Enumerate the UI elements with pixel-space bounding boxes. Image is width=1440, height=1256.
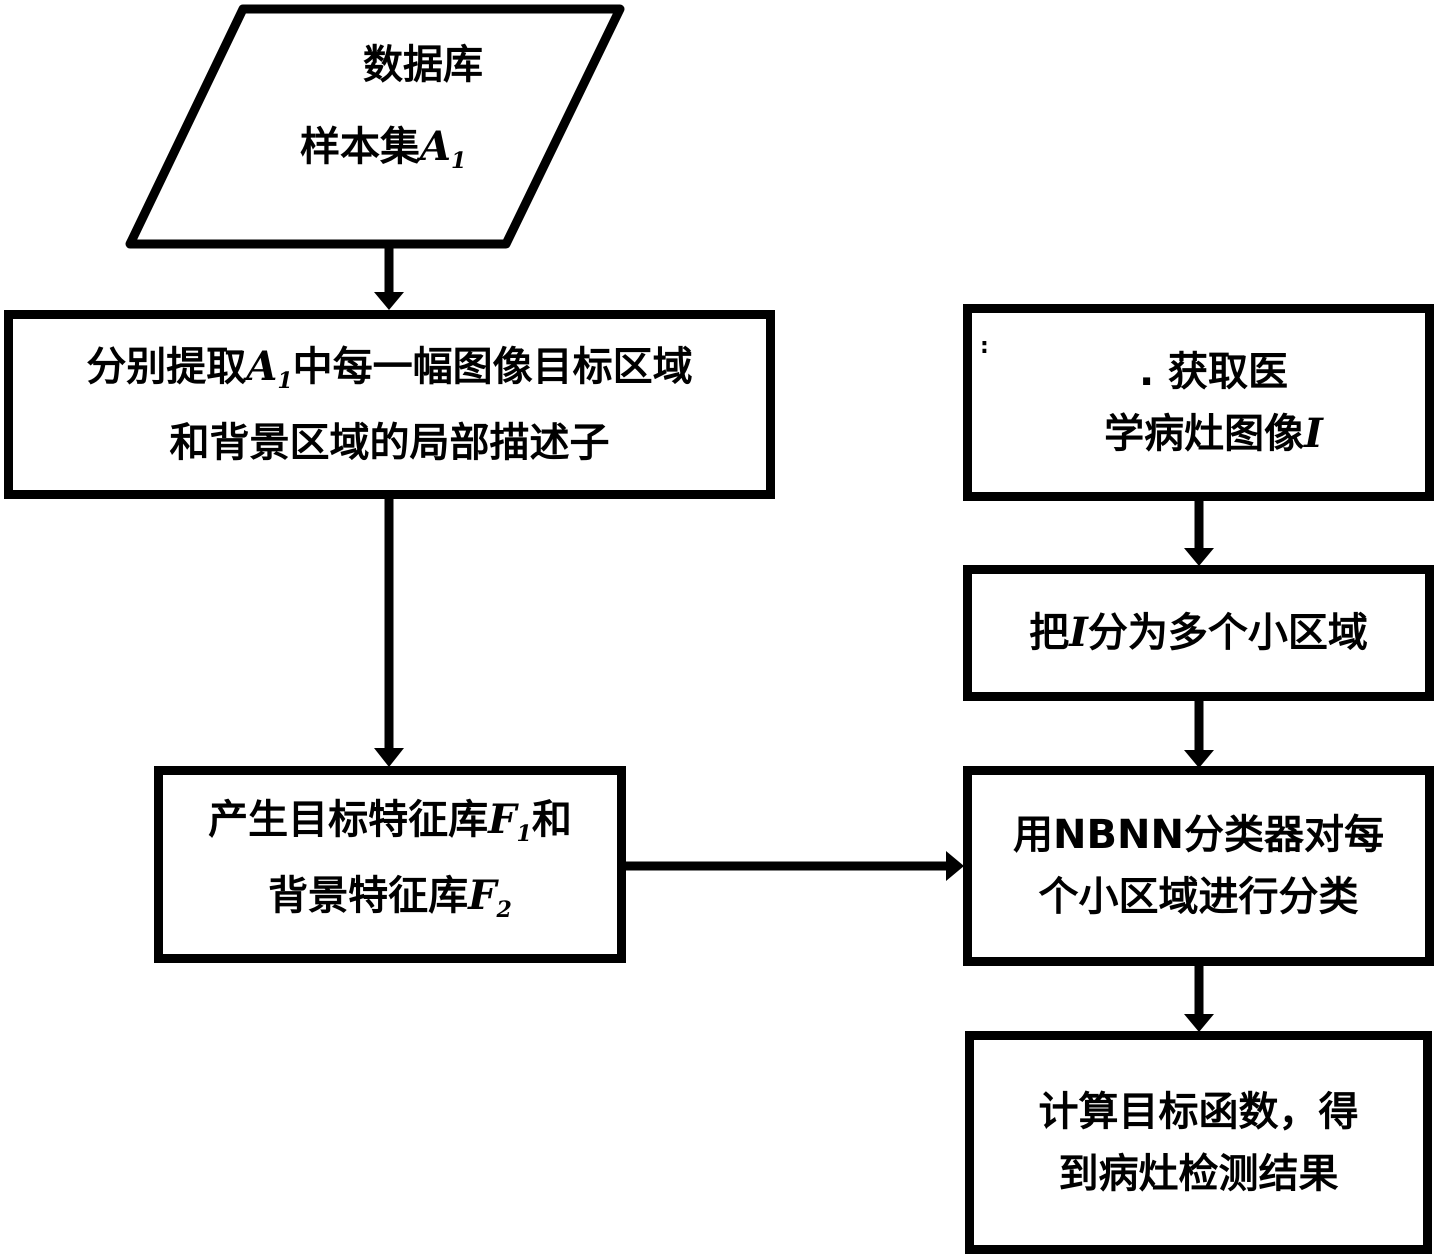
split-line-1: 把I分为多个小区域 xyxy=(1029,609,1368,656)
edge-classify-to-result xyxy=(1184,965,1214,1032)
database-parallelogram xyxy=(125,4,625,249)
edge-split-to-classify xyxy=(1184,700,1214,768)
acquire-image-box: . 获取医 学病灶图像I xyxy=(963,304,1434,501)
edge-extract-to-feature-db xyxy=(374,498,404,767)
detection-result-box: 计算目标函数，得 到病灶检测结果 xyxy=(965,1031,1432,1254)
feature-db-line-2: 背景特征库F2 xyxy=(268,871,512,923)
feature-db-line-1: 产生目标特征库F1和 xyxy=(208,795,572,847)
result-line-1: 计算目标函数，得 xyxy=(1038,1088,1359,1135)
database-title: 数据库 xyxy=(363,42,483,88)
edge-database-to-extract xyxy=(374,248,404,310)
classify-line-2: 个小区域进行分类 xyxy=(1038,874,1359,920)
nbnn-classify-box: 用NBNN分类器对每 个小区域进行分类 xyxy=(963,766,1434,966)
extract-descriptors-box: 分别提取A1中每一幅图像目标区域 和背景区域的局部描述子 xyxy=(4,310,775,499)
classify-line-1: 用NBNN分类器对每 xyxy=(1013,812,1384,858)
feature-db-box: 产生目标特征库F1和 背景特征库F2 xyxy=(154,766,626,963)
database-label: 数据库 xyxy=(363,40,483,90)
edge-acquire-to-split xyxy=(1184,500,1214,566)
acquire-line-1: . 获取医 xyxy=(1138,348,1289,395)
stray-marks: : xyxy=(980,334,989,359)
acquire-line-2: 学病灶图像I xyxy=(1104,409,1323,457)
extract-line-1: 分别提取A1中每一幅图像目标区域 xyxy=(86,342,693,394)
split-regions-box: 把I分为多个小区域 xyxy=(963,565,1434,701)
result-line-2: 到病灶检测结果 xyxy=(1058,1150,1339,1197)
extract-line-2: 和背景区域的局部描述子 xyxy=(169,419,610,466)
sample-set-label: 样本集A1 xyxy=(300,123,467,174)
edge-feature-db-to-classify xyxy=(625,851,964,881)
